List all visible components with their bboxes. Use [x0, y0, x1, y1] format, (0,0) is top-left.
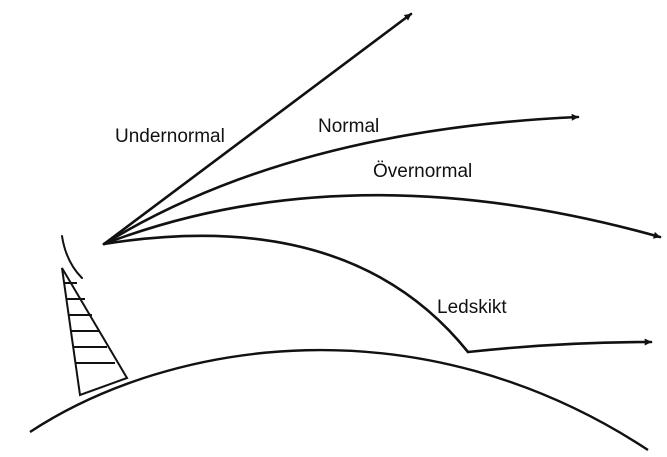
duct-guided-ray [466, 338, 653, 354]
normal-ray [102, 113, 580, 246]
earth-surface-curve [29, 348, 649, 452]
duct-ray [102, 234, 470, 354]
label-duct: Ledskikt [437, 297, 507, 318]
label-subnormal: Undernormal [115, 126, 225, 147]
label-normal: Normal [318, 116, 379, 137]
label-supernormal: Övernormal [373, 161, 472, 182]
supernormal-ray [102, 193, 662, 246]
radar-tower [61, 267, 129, 397]
subnormal-ray [102, 12, 413, 246]
antenna-beam-arc [61, 235, 83, 279]
